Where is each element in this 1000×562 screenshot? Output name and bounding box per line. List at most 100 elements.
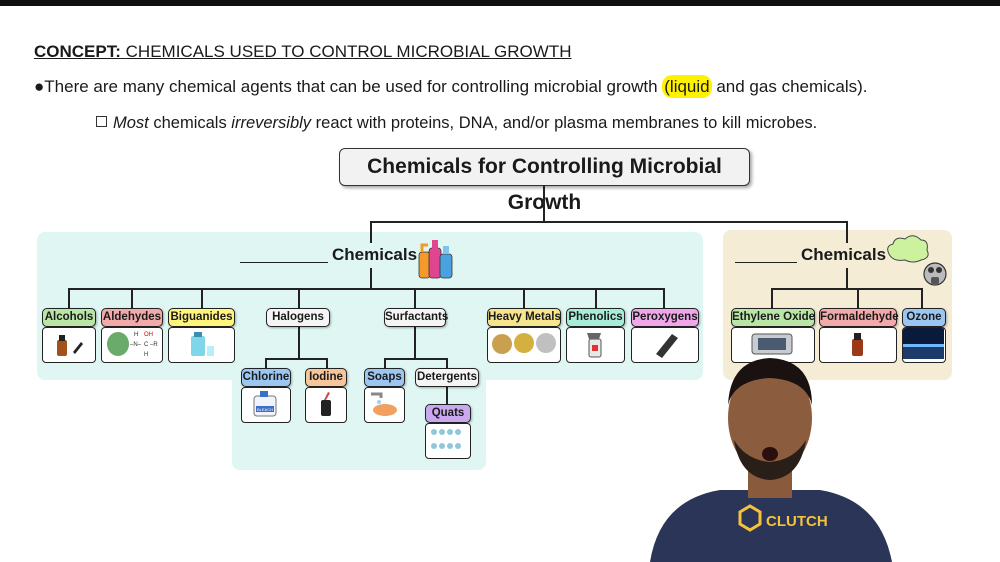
node-soaps: Soaps (364, 368, 405, 423)
aldehydes-label: Aldehydes (101, 308, 163, 327)
bleach-label-text: BLEACH (257, 407, 273, 412)
concept-title: CHEMICALS USED TO CONTROL MICROBIAL GROW… (125, 42, 572, 61)
top-bar (0, 0, 1000, 6)
liquid-connector (370, 221, 372, 243)
node-halogens: Halogens (266, 308, 330, 327)
heavy-metals-label: Heavy Metals (487, 308, 561, 327)
peroxide-bottle-icon (656, 334, 678, 358)
presenter-video-overlay: CLUTCH (650, 358, 892, 562)
node-biguanides: Biguanides (168, 308, 235, 363)
liquid-drop-line (370, 268, 372, 289)
iodine-label: Iodine (305, 368, 347, 387)
membrane-molecules-icon (431, 429, 461, 449)
soaps-connector (384, 358, 386, 368)
chlorine-connector (265, 358, 267, 368)
formula-h-bottom: H (144, 352, 148, 358)
peroxygens-image (631, 327, 699, 363)
node-phenolics: Phenolics (566, 308, 625, 363)
emph-irreversibly: irreversibly (231, 114, 312, 132)
quats-connector (446, 385, 448, 405)
earth-atmosphere-icon (903, 328, 944, 359)
node-ozone: Ozone (902, 308, 946, 363)
heavy-metals-image (487, 327, 561, 363)
surfactants-label: Surfactants (384, 308, 448, 327)
node-chlorine: Chlorine BLEACH (241, 368, 291, 423)
formula-h-top: H (134, 332, 138, 338)
diagram-root-box: Chemicals for Controlling Microbial Grow… (339, 148, 750, 214)
spray-bottle-icon (587, 333, 602, 358)
iodine-image (305, 387, 347, 423)
aldehydes-connector (131, 288, 133, 308)
bullet-2-text: chemicals (148, 114, 232, 132)
hand-washing-icon (371, 392, 397, 416)
ethylene-oxide-image (731, 327, 815, 363)
liquid-branch-line (68, 288, 664, 290)
node-alcohols: Alcohols (42, 308, 96, 363)
biguanides-image (168, 327, 235, 363)
phenolics-connector (595, 288, 597, 308)
bullet-2-text-end: react with proteins, DNA, and/or plasma … (311, 114, 818, 132)
gas-branch-line (771, 288, 923, 290)
halogens-branch-line (265, 358, 328, 360)
metal-coins-icon (492, 333, 556, 354)
bleach-jug-icon: BLEACH (253, 391, 277, 417)
gas-drop-line (846, 268, 848, 289)
ozone-image (902, 327, 946, 363)
clutch-logo-icon (738, 504, 762, 532)
alcohols-image (42, 327, 96, 363)
detergents-label: Detergents (415, 368, 479, 387)
bullet-1-text-end: and gas chemicals). (711, 77, 868, 96)
node-detergents: Detergents (415, 368, 479, 387)
cleaning-bottles-icon (418, 240, 453, 279)
quats-image (425, 423, 471, 459)
gas-chemicals-label: Chemicals (801, 245, 887, 264)
root-connector (543, 185, 545, 222)
gas-connector (846, 221, 848, 243)
concept-label: CONCEPT: (34, 42, 121, 61)
quats-label: Quats (425, 404, 471, 423)
soaps-label: Soaps (364, 368, 405, 387)
formula-oh: OH (144, 332, 153, 338)
soaps-image (364, 387, 405, 423)
node-heavy-metals: Heavy Metals (487, 308, 561, 363)
root-branch-line (370, 221, 848, 223)
surfactants-drop-line (414, 326, 416, 359)
highlighted-text: (liquid (662, 75, 712, 98)
surfactants-branch-line (384, 358, 448, 360)
concept-heading: CONCEPT: CHEMICALS USED TO CONTROL MICRO… (34, 42, 571, 62)
bullet-dot: ● (34, 77, 45, 96)
alcohols-label: Alcohols (42, 308, 96, 327)
sterilizer-chamber-icon (751, 333, 793, 355)
halogens-label: Halogens (266, 308, 330, 327)
alcohols-connector (68, 288, 70, 308)
chlorine-label: Chlorine (241, 368, 291, 387)
formula-c: C (144, 342, 149, 348)
formaldehyde-image (819, 327, 897, 363)
surfactants-connector (414, 288, 416, 308)
liquid-blank-line (240, 261, 328, 263)
formula-n: –N– (130, 342, 142, 348)
liquid-chemicals-label: Chemicals (332, 245, 418, 264)
phenolics-image (566, 327, 625, 363)
ozone-connector (921, 288, 923, 308)
peroxygens-label: Peroxygens (631, 308, 699, 327)
phenolics-label: Phenolics (566, 308, 625, 327)
ethylene-oxide-connector (771, 288, 773, 308)
iodine-bottle-icon (321, 392, 331, 416)
halogens-drop-line (298, 326, 300, 359)
formaldehyde-label: Formaldehyde (819, 308, 899, 327)
bullet-point-2: Most chemicals irreversibly react with p… (96, 114, 817, 133)
detergents-connector (446, 358, 448, 368)
halogens-connector (298, 288, 300, 308)
formula-r: –R (150, 342, 158, 348)
bullet-1-text: There are many chemical agents that can … (44, 77, 663, 96)
iodine-connector (326, 358, 328, 368)
aldehydes-image: H OH –N– C –R H (101, 327, 163, 363)
heavy-metals-connector (523, 288, 525, 308)
gas-cloud-mask-icon (887, 235, 947, 286)
square-bullet-icon (96, 116, 107, 127)
aldehyde-structure-icon: H OH –N– C –R H (107, 332, 158, 358)
dropper-bottle-icon (57, 335, 83, 356)
node-formaldehyde: Formaldehyde (819, 308, 899, 363)
mouthwash-bottle-icon (191, 332, 214, 356)
